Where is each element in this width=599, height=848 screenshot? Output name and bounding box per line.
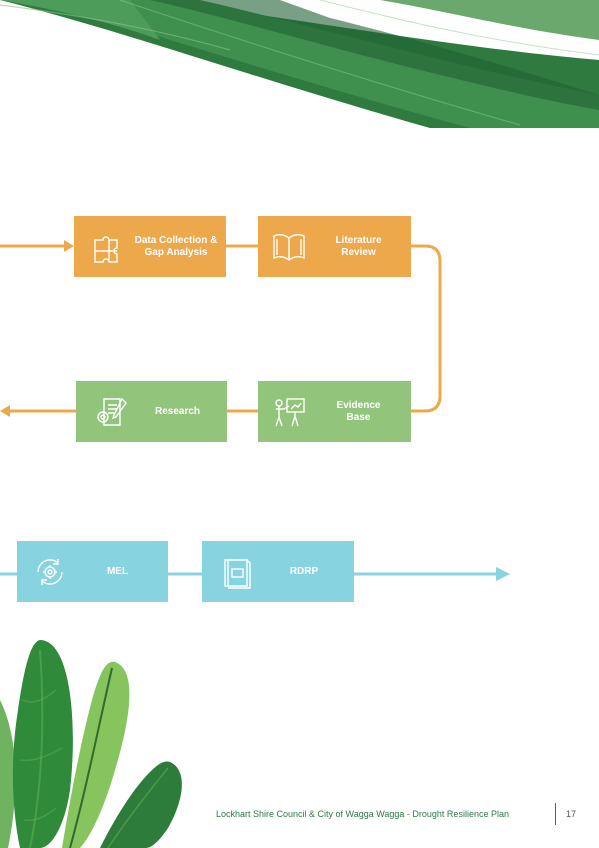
page-number: 17: [566, 809, 577, 819]
evidence-base-label-1: Evidence: [336, 399, 381, 411]
research-document-icon: [97, 397, 127, 426]
top-leaf-decoration: [0, 0, 599, 128]
mel-box: MEL: [17, 541, 168, 602]
report-icon: [224, 558, 251, 589]
research-box: Research: [76, 381, 227, 442]
arrow-head-blue: [496, 567, 510, 581]
literature-review-label-2: Review: [341, 246, 376, 258]
footer-text: Lockhart Shire Council & City of Wagga W…: [216, 809, 509, 819]
evidence-base-label-2: Base: [346, 411, 371, 423]
rdrp-box: RDRP: [202, 541, 354, 602]
data-collection-box: Data Collection &Gap Analysis: [74, 216, 226, 277]
arrow-head-leftward: [0, 405, 10, 417]
mel-label: MEL: [106, 565, 129, 577]
research-label: Research: [154, 405, 201, 417]
bottom-plant-decoration: [0, 640, 182, 848]
data-collection-label-2: Gap Analysis: [144, 246, 208, 258]
literature-review-label-1: Literature: [335, 234, 382, 246]
cycle-gear-icon: [37, 558, 63, 585]
puzzle-icon: [94, 235, 118, 263]
presenter-icon: [275, 397, 305, 426]
footer-divider: [555, 803, 556, 825]
data-collection-label-1: Data Collection &: [134, 234, 218, 246]
book-icon: [273, 233, 305, 261]
rdrp-label: RDRP: [289, 565, 319, 577]
arrow-head-into-data-collection: [64, 240, 74, 252]
